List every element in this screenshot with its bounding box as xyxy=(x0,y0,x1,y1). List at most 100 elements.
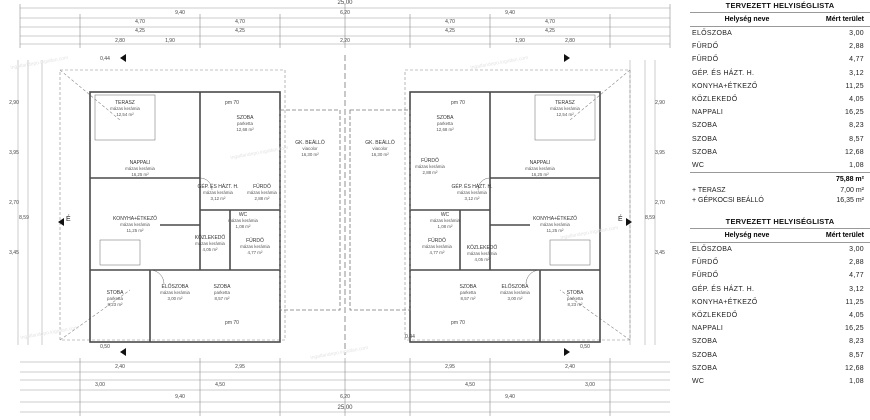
dim-top-row3-2: 4,25 xyxy=(235,28,245,34)
floor-plan: 25,00 9,40 6,20 9,40 4,70 4,70 4,70 4,70… xyxy=(9,0,671,416)
table-header: Helység neve Mért terület xyxy=(690,229,870,244)
dim-top-total: 25,00 xyxy=(337,0,353,6)
pm-marker: pm 70 xyxy=(225,100,239,106)
dim-bottom-row2-3: 4,50 xyxy=(465,382,475,388)
dim-top-row2-3: 4,70 xyxy=(445,19,455,25)
dim-bottom-right: 9,40 xyxy=(505,394,515,400)
dim-top-row2-4: 4,70 xyxy=(545,19,555,25)
dim-bottom-row1-3: 2,95 xyxy=(445,364,455,370)
dim-bottom-total: 25,00 xyxy=(337,405,353,411)
table-row: GÉP. ÉS HÁZT. H.3,12 xyxy=(692,285,864,293)
dim-vert-left-5: 8,59 xyxy=(19,215,29,221)
dim-vert-left-3: 2,70 xyxy=(9,200,19,206)
dim-bottom-mid: 6,20 xyxy=(340,394,350,400)
dim-vert-right-3: 2,70 xyxy=(655,200,665,206)
dim-top-row3-4: 4,25 xyxy=(545,28,555,34)
dim-top-right: 9,40 xyxy=(505,10,515,16)
dim-vert-right-4: 3,45 xyxy=(655,250,665,256)
table-header: Helység neve Mért terület xyxy=(690,13,870,27)
dim-top-row4-3: 2,20 xyxy=(340,38,350,44)
dim-side-4: 0,50 xyxy=(580,344,590,350)
dim-top-mid: 6,20 xyxy=(340,10,350,16)
dim-bottom-row2-1: 3,00 xyxy=(95,382,105,388)
dim-top-row4-2: 1,90 xyxy=(165,38,175,44)
room-list-table-1: TERVEZETT HELYISÉGLISTA Helység neve Mér… xyxy=(690,0,870,206)
col-area: Mért terület xyxy=(825,16,864,23)
dim-vert-left-1: 2,90 xyxy=(9,100,19,106)
dim-top-row2-2: 4,70 xyxy=(235,19,245,25)
floor-plan-drawing xyxy=(17,4,671,416)
table-title: TERVEZETT HELYISÉGLISTA xyxy=(690,216,870,230)
north-arrow-icon: É xyxy=(618,216,623,223)
dim-top-row2-1: 4,70 xyxy=(135,19,145,25)
dim-top-row4-4: 1,90 xyxy=(515,38,525,44)
dim-side-1: 0,44 xyxy=(100,56,110,62)
dim-bottom-row1-1: 2,40 xyxy=(115,364,125,370)
dim-top-row4-1: 2,80 xyxy=(115,38,125,44)
dim-vert-left-4: 3,45 xyxy=(9,250,19,256)
col-name: Helység neve xyxy=(724,232,770,240)
table-row: GÉP. ÉS HÁZT. H.3,12 xyxy=(692,69,864,77)
pm-marker: pm 70 xyxy=(451,100,465,106)
dim-top-row3-1: 4,25 xyxy=(135,28,145,34)
north-arrow-icon: É xyxy=(66,216,71,223)
dim-bottom-row1-2: 2,95 xyxy=(235,364,245,370)
dim-vert-right-2: 3,95 xyxy=(655,150,665,156)
col-area: Mért terület xyxy=(825,232,864,240)
dim-bottom-row2-2: 4,50 xyxy=(215,382,225,388)
room-list-table-2: TERVEZETT HELYISÉGLISTA Helység neve Mér… xyxy=(690,216,870,388)
table-total: 75,88 m² xyxy=(690,172,870,186)
dim-vert-left-2: 3,95 xyxy=(9,150,19,156)
dim-vert-right-1: 2,90 xyxy=(655,100,665,106)
col-name: Helység neve xyxy=(724,16,770,23)
dim-top-row3-3: 4,25 xyxy=(445,28,455,34)
dim-bottom-left: 9,40 xyxy=(175,394,185,400)
dim-side-2: 0,50 xyxy=(100,344,110,350)
